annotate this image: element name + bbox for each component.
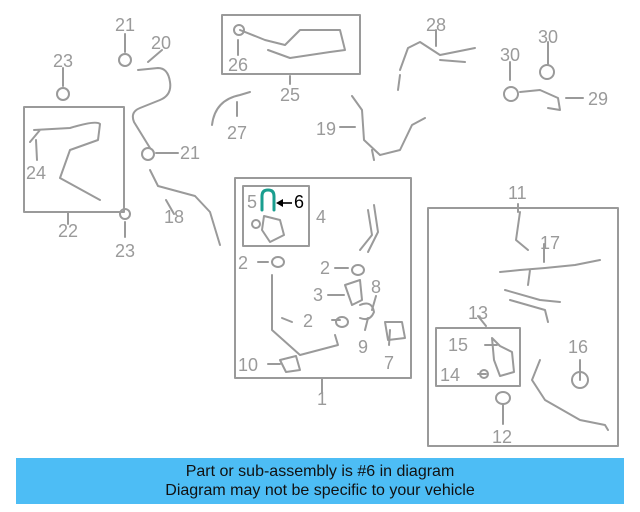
callout-15: 15 [448, 335, 469, 355]
clamp-21-bottom [141, 147, 155, 161]
clamp-23-top [56, 87, 70, 101]
hose-22 [29, 121, 101, 201]
clip-9 [359, 302, 375, 321]
callout-4: 4 [316, 207, 327, 227]
cap-10 [279, 355, 301, 373]
leader-lines [35, 29, 584, 425]
callout-29: 29 [588, 89, 609, 109]
callout-3: 3 [313, 285, 324, 305]
callout-12: 12 [492, 427, 513, 447]
callout-2-mid: 2 [320, 258, 331, 278]
group-box-11 [427, 207, 619, 447]
clamp-30 [503, 64, 555, 102]
callout-7: 7 [384, 353, 395, 373]
hose-11 [515, 211, 529, 251]
banner-line-1: Part or sub-assembly is #6 in diagram [185, 463, 455, 480]
group-box-25 [221, 14, 361, 75]
clamp-23-bottom [119, 208, 131, 220]
part-5 [251, 215, 285, 243]
clamp-21-top [118, 53, 132, 67]
cap-12 [495, 391, 511, 405]
ring-14 [479, 369, 489, 379]
hose-assembly-11 [499, 259, 601, 323]
group-box-4 [242, 185, 310, 247]
hose-29 [519, 89, 561, 111]
highlighted-part-6 [260, 188, 276, 212]
callout-8: 8 [371, 277, 382, 297]
pipe-25 [233, 24, 346, 59]
banner-line-2: Diagram may not be specific to your vehi… [165, 482, 475, 499]
hose-20 [131, 67, 172, 149]
hose-upper-1 [359, 204, 379, 253]
callout-10: 10 [238, 355, 259, 375]
callout-1: 1 [317, 389, 328, 409]
callout-14: 14 [440, 365, 461, 385]
callout-20: 20 [151, 33, 172, 53]
callout-28: 28 [426, 15, 447, 35]
fitting-3 [344, 279, 363, 306]
hose-16 [531, 359, 609, 431]
callout-22: 22 [58, 221, 79, 241]
callout-26: 26 [228, 55, 249, 75]
hose-lower-1 [271, 256, 339, 356]
callout-18: 18 [164, 207, 185, 227]
callout-17: 17 [540, 233, 561, 253]
sensor-7 [384, 321, 406, 341]
group-box-1 [234, 177, 412, 379]
callout-21-bottom: 21 [180, 143, 201, 163]
callout-23-top: 23 [53, 51, 74, 71]
arrowhead-6 [276, 199, 283, 207]
callout-24: 24 [26, 163, 47, 183]
group-box-13 [435, 327, 521, 387]
hose-18 [149, 169, 221, 246]
hose-19 [351, 95, 426, 161]
callout-2-low: 2 [303, 311, 314, 331]
callout-30-right: 30 [538, 27, 559, 47]
callout-2-left: 2 [238, 253, 249, 273]
part-15 [491, 337, 515, 377]
group-box-22 [23, 106, 125, 213]
callout-19: 19 [316, 119, 337, 139]
callout-23-bottom: 23 [115, 241, 136, 261]
callout-11: 11 [508, 183, 527, 203]
callout-16: 16 [568, 337, 589, 357]
clamp-2-set [335, 264, 365, 328]
callout-21-top: 21 [115, 15, 136, 35]
callout-30-left: 30 [500, 45, 521, 65]
callout-27: 27 [227, 123, 248, 143]
callout-9: 9 [358, 337, 369, 357]
callout-13: 13 [468, 303, 489, 323]
hose-28 [397, 41, 476, 91]
callout-6: 6 [294, 192, 305, 212]
callout-5: 5 [247, 192, 258, 212]
callout-25: 25 [280, 85, 301, 105]
info-banner: Part or sub-assembly is #6 in diagram Di… [16, 458, 624, 504]
hose-27 [211, 91, 251, 126]
